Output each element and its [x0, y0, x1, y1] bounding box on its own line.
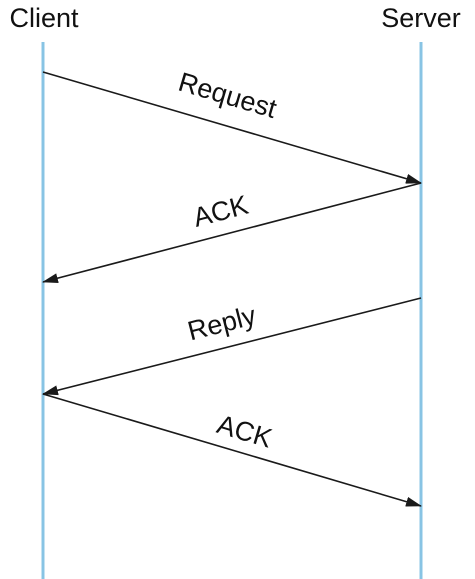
- server-label: Server: [381, 3, 461, 33]
- ack-arrow-server-to-client: [42, 182, 422, 284]
- ack-label-server-to-client: ACK: [190, 190, 251, 233]
- reply-label: Reply: [185, 300, 260, 346]
- client-label: Client: [9, 3, 79, 33]
- request-arrow: [42, 71, 422, 184]
- ack-arrow-client-to-server: [42, 393, 422, 507]
- reply-arrow: [42, 297, 422, 396]
